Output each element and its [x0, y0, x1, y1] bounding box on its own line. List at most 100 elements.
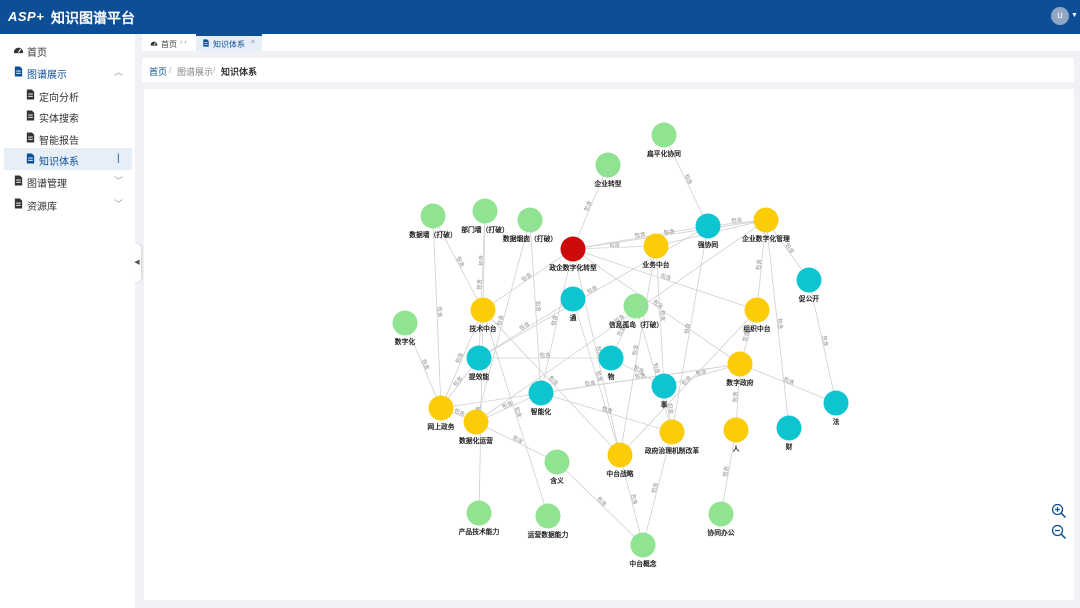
graph-edge-label: 包含 [495, 313, 506, 326]
graph-node[interactable] [630, 532, 656, 558]
graph-node[interactable] [623, 293, 649, 319]
sidebar-item-label: 首页 [27, 48, 47, 59]
graph-edge-label: 包含 [651, 298, 665, 311]
graph-node[interactable] [607, 442, 633, 468]
graph-edge [482, 309, 621, 456]
graph-panel: 包含包含包含包含包含包含包含包含包含包含包含包含包含包含包含包含包含包含包含包含… [144, 89, 1074, 600]
graph-edge [619, 454, 644, 546]
graph-edge-label: 包含 [666, 402, 676, 415]
breadcrumb-item[interactable]: 图谱展示 [177, 67, 214, 77]
graph-node[interactable] [560, 236, 586, 262]
graph-node-label: 企业转型 [593, 179, 621, 188]
caret-down-icon[interactable]: ▼ [1071, 12, 1078, 19]
graph-edge-label: 包含 [501, 399, 515, 411]
graph-edge [739, 363, 837, 404]
graph-node[interactable] [463, 409, 489, 435]
sidebar-item-label: 实体搜索 [39, 114, 79, 125]
graph-edge [572, 248, 621, 456]
sidebar: 首页 图谱展示 ︿ 定向分析 实体搜索 智能报告 知识体系 | 图谱管理 ﹀ 资… [0, 34, 135, 608]
graph-node[interactable] [643, 233, 669, 259]
tab-home[interactable]: 首页 [150, 36, 195, 51]
graph-node[interactable] [695, 213, 721, 239]
tab-label: 知识体系 [213, 40, 245, 49]
graph-node[interactable] [723, 417, 749, 443]
graph-node-label: 组织中台 [743, 324, 770, 333]
zoom-in-icon[interactable] [1051, 503, 1067, 519]
graph-edge [432, 215, 442, 409]
graph-node[interactable] [796, 267, 822, 293]
graph-node-label: 数据烟囱（打破） [503, 234, 557, 243]
graph-node[interactable] [753, 207, 779, 233]
graph-node[interactable] [420, 203, 446, 229]
close-icon[interactable]: × [251, 39, 256, 46]
graph-node[interactable] [472, 198, 498, 224]
sidebar-collapse-handle[interactable]: ◀ [133, 244, 141, 282]
user-avatar[interactable]: u [1051, 7, 1069, 25]
tab-knowledge-system[interactable]: 知识体系 × [196, 34, 262, 51]
graph-node[interactable] [466, 345, 492, 371]
graph-node-label: 事 [661, 400, 668, 409]
graph-node[interactable] [659, 419, 685, 445]
document-icon [26, 89, 35, 100]
graph-node[interactable] [528, 380, 554, 406]
graph-edge-label: 包含 [549, 314, 559, 327]
graph-edge-label: 包含 [518, 319, 532, 332]
sidebar-item-graph-display[interactable]: 图谱展示 ︿ [0, 61, 135, 83]
graph-node[interactable] [392, 310, 418, 336]
app-logo[interactable]: ASP+ [8, 9, 45, 24]
graph-edge [635, 305, 673, 433]
chevron-up-icon: ︿ [114, 67, 124, 77]
graph-node[interactable] [517, 207, 543, 233]
graph-node-label: 运营数据能力 [528, 530, 569, 539]
breadcrumb: 首页 / 图谱展示 / 知识体系 [142, 58, 1074, 82]
sidebar-item-entity-search[interactable]: 实体搜索 [0, 105, 135, 127]
tab-nav-arrows[interactable]: › ‹ [180, 39, 187, 46]
sidebar-item-resource-library[interactable]: 资源库 ﹀ [0, 193, 135, 215]
graph-node[interactable] [595, 152, 621, 178]
graph-edge-label: 包含 [513, 406, 524, 419]
sidebar-item-graph-management[interactable]: 图谱管理 ﹀ [0, 170, 135, 192]
graph-edge [572, 298, 621, 456]
graph-node[interactable] [727, 351, 753, 377]
breadcrumb-item[interactable]: 首页 [149, 67, 168, 77]
graph-node[interactable] [428, 395, 454, 421]
graph-node[interactable] [744, 297, 770, 323]
graph-node[interactable] [651, 122, 677, 148]
graph-node-label: 产品技术能力 [459, 527, 500, 536]
graph-edge [572, 245, 657, 250]
graph-edge [404, 322, 442, 409]
graph-node[interactable] [776, 415, 802, 441]
graph-node[interactable] [470, 297, 496, 323]
sidebar-item-knowledge-system[interactable]: 知识体系 | [4, 148, 132, 170]
graph-edge-label: 包含 [584, 378, 597, 388]
graph-edge [642, 431, 673, 546]
graph-edge [540, 392, 673, 433]
graph-node-label: 人 [733, 444, 740, 453]
document-icon [26, 110, 35, 121]
graph-edge [482, 248, 574, 311]
sidebar-item-smart-report[interactable]: 智能报告 [0, 127, 135, 149]
sidebar-item-directed-analysis[interactable]: 定向分析 [0, 84, 135, 106]
graph-node[interactable] [708, 501, 734, 527]
graph-node[interactable] [466, 500, 492, 526]
graph-node[interactable] [823, 390, 849, 416]
graph-node-label: 通 [570, 313, 577, 322]
sidebar-item-home[interactable]: 首页 [0, 39, 135, 61]
zoom-out-icon[interactable] [1051, 524, 1067, 540]
graph-node[interactable] [651, 373, 677, 399]
graph-node[interactable] [560, 286, 586, 312]
graph-node[interactable] [544, 449, 570, 475]
graph-edge [619, 245, 657, 456]
graph-node[interactable] [535, 503, 561, 529]
graph-node-label: 网上政务 [427, 422, 454, 431]
graph-node-label: 促公开 [798, 294, 820, 303]
graph-node-label: 中台战略 [606, 469, 633, 478]
graph-edge-label: 包含 [649, 481, 660, 494]
graph-edge-label: 包含 [595, 495, 609, 509]
graph-node-label: 信息孤岛（打破） [609, 320, 663, 329]
graph-edge [655, 245, 665, 387]
graph-node[interactable] [598, 345, 624, 371]
graph-edge [720, 429, 737, 515]
graph-edge [663, 134, 709, 227]
knowledge-graph[interactable]: 包含包含包含包含包含包含包含包含包含包含包含包含包含包含包含包含包含包含包含包含… [144, 89, 1074, 600]
